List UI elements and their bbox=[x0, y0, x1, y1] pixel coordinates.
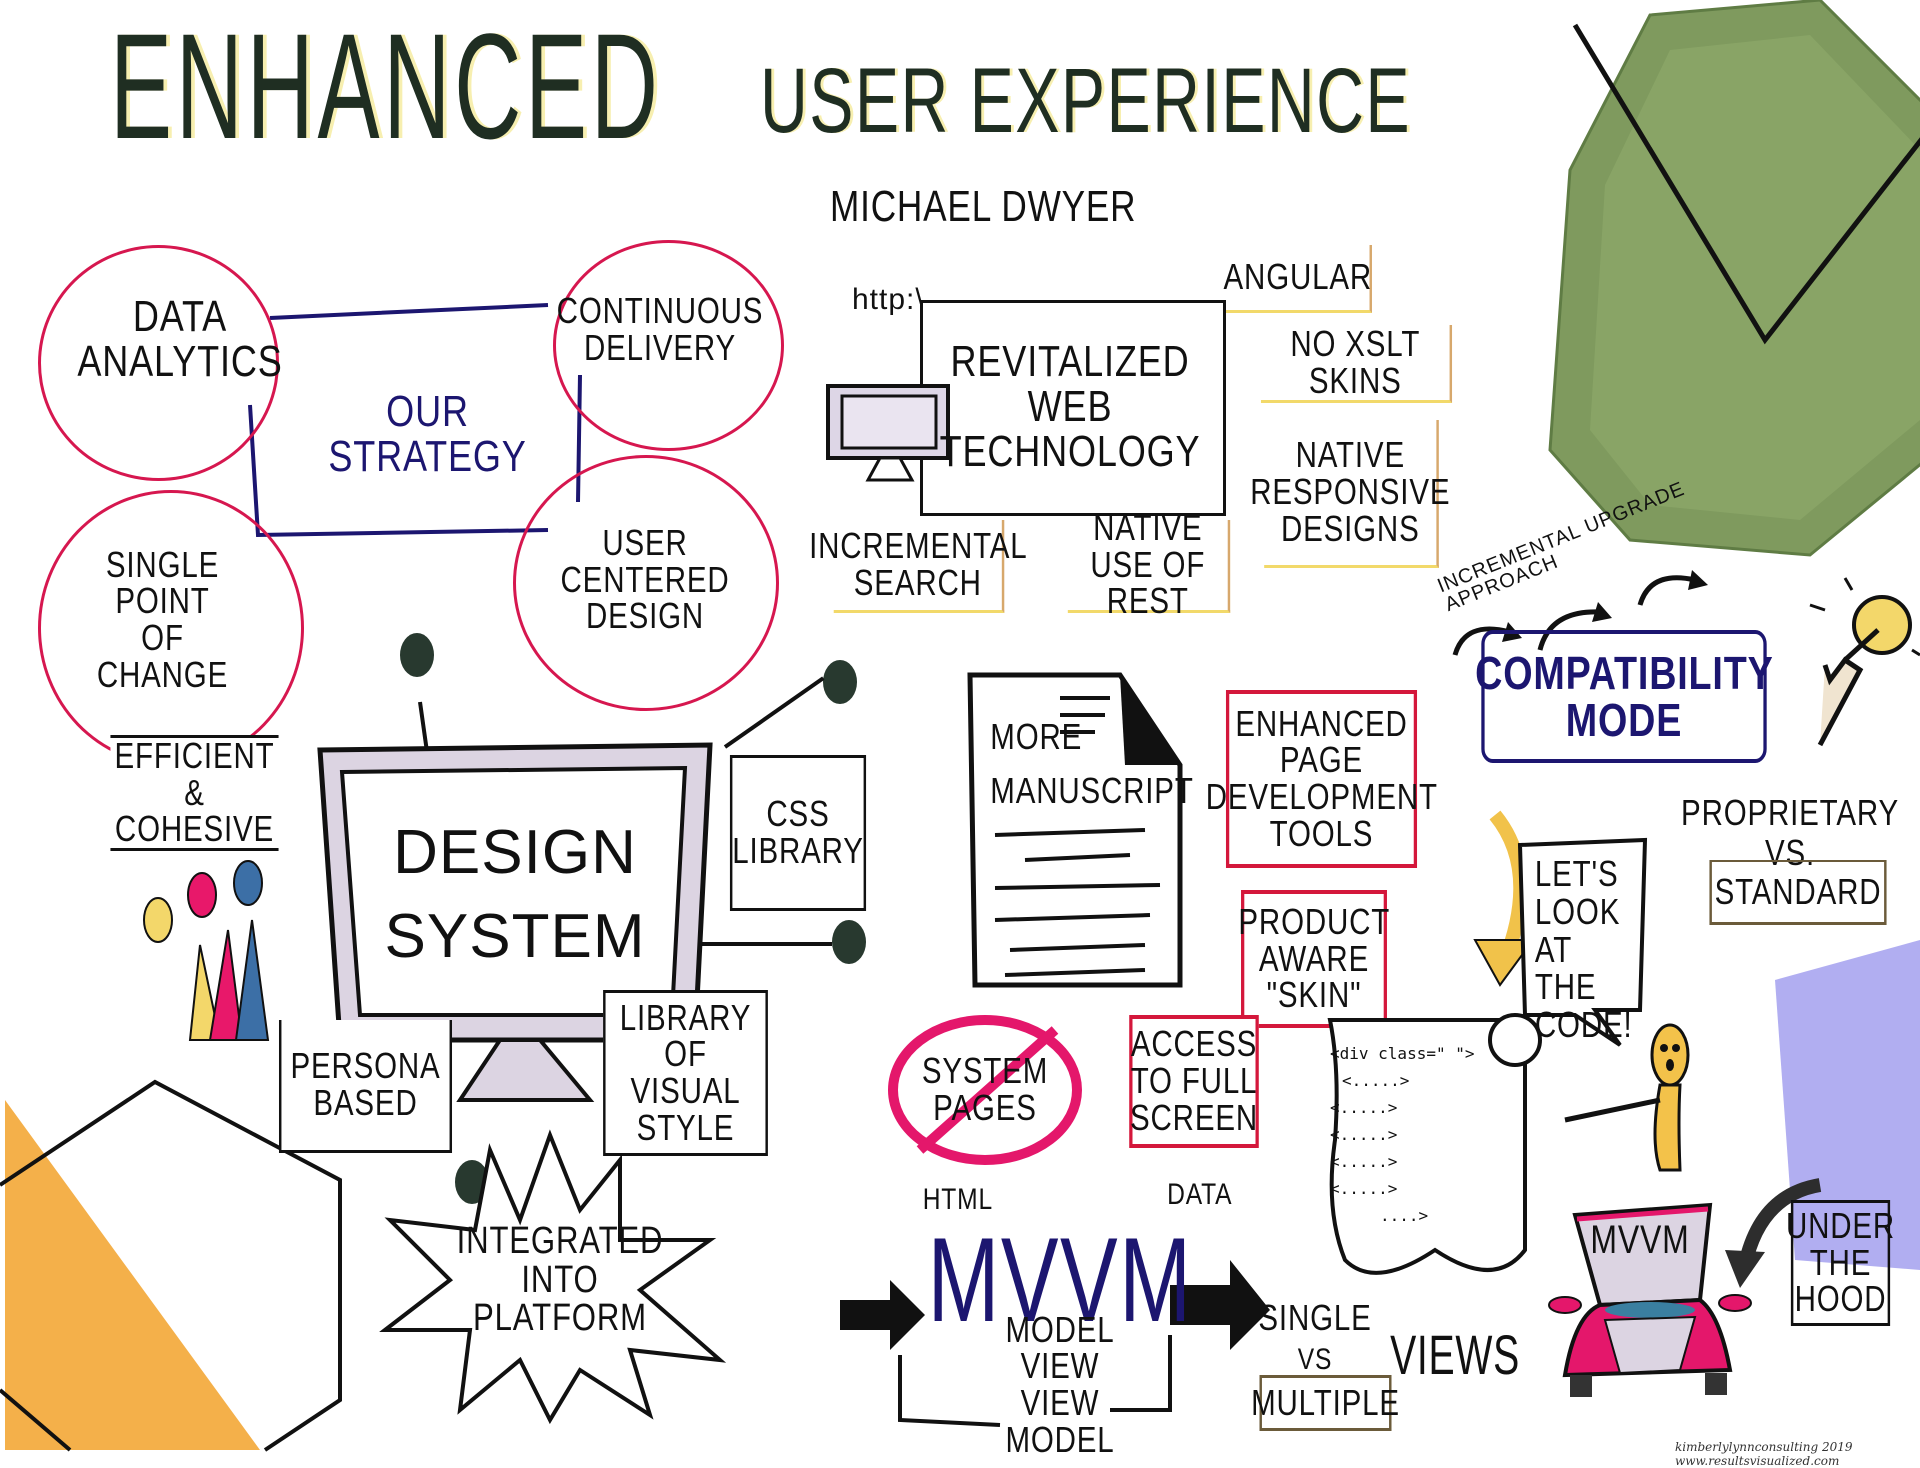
under-hood-callout: UNDER the HOOD bbox=[1786, 1200, 1894, 1326]
design-system-center: DESIGN SYSTEM bbox=[384, 818, 646, 971]
code-line: <.....> bbox=[1330, 1179, 1398, 1198]
mvvm-arrows-bracket bbox=[840, 1260, 1270, 1427]
antenna-stick-right-low bbox=[700, 942, 832, 946]
strategy-item-data-analytics: DATA ANALYTICS bbox=[77, 292, 283, 386]
car-icon bbox=[1548, 1202, 1752, 1397]
web-item-incremental-search: INCREMENTAL SEARCH bbox=[809, 520, 1027, 613]
ds-item-efficient-cohesive: EFFICIENT & COHESIVE bbox=[110, 735, 279, 851]
ds-item-css-library: CSS LIBRARY bbox=[729, 755, 867, 911]
author-name: MICHAEL DWYER bbox=[830, 182, 1137, 231]
compatibility-mode-button[interactable]: COMPATIBILITY MODE bbox=[1475, 630, 1773, 763]
orange-hexagon bbox=[0, 1079, 342, 1452]
car-hood-label: MVVM bbox=[1590, 1218, 1690, 1262]
mvvm-expansion: MODEL VIEW VIEW MODEL bbox=[1005, 1308, 1115, 1460]
hand-pressing-button-icon bbox=[1809, 577, 1920, 747]
title-main: ENHANCED bbox=[110, 2, 662, 170]
antenna-knob-right-low bbox=[832, 920, 866, 964]
manuscript-banned-system-pages: SYSTEM PAGES bbox=[921, 1050, 1049, 1128]
web-item-no-xslt: NO XSLT SKINS bbox=[1260, 325, 1453, 403]
green-hexagon bbox=[1548, 0, 1920, 557]
speech-bubble bbox=[1517, 837, 1648, 1047]
manuscript-document bbox=[967, 672, 1183, 988]
proprietary-label: PROPRIETARY bbox=[1681, 792, 1899, 833]
persona-drops-icon bbox=[143, 860, 270, 1041]
views-vs: VS bbox=[1297, 1343, 1333, 1376]
views-word: VIEWS bbox=[1390, 1323, 1520, 1387]
web-item-angular: ANGULAR bbox=[1224, 245, 1372, 313]
credit-text: kimberlylynnconsulting 2019 www.resultsv… bbox=[1675, 1440, 1853, 1468]
circle-continuous-delivery bbox=[553, 240, 784, 451]
mvvm-data-label: DATA bbox=[1167, 1178, 1233, 1211]
strategy-center: OUR STRATEGY bbox=[328, 387, 527, 481]
code-scroll bbox=[1327, 1013, 1542, 1275]
circle-data-analytics bbox=[38, 245, 279, 481]
web-item-native-rest: NATIVE USE of REST bbox=[1067, 509, 1231, 619]
code-line: <.....> bbox=[1330, 1125, 1398, 1144]
speech-bubble-text: LET'S LOOK at the CODE! bbox=[1534, 853, 1633, 1046]
ds-item-library-visual-style: LIBRARY OF VISUAL STYLE bbox=[603, 990, 768, 1156]
code-line: ....> bbox=[1380, 1206, 1429, 1225]
strategy-item-single-point: SINGLE POINT OF CHANGE bbox=[96, 543, 229, 695]
circle-user-centered bbox=[513, 455, 779, 711]
design-system-monitor bbox=[317, 742, 713, 1102]
monitor-icon bbox=[826, 384, 950, 482]
stick-figure-icon bbox=[1564, 1023, 1690, 1172]
code-line: <.....> bbox=[1342, 1071, 1410, 1090]
antenna-knob-top bbox=[400, 633, 434, 677]
manuscript-item-full-screen: ACCESS to FULL SCREEN bbox=[1129, 1015, 1259, 1148]
title-sub: USER EXPERIENCE bbox=[760, 50, 1412, 152]
ds-item-persona-based: PERSONA BASED bbox=[278, 1020, 453, 1153]
strategy-item-continuous-delivery: CONTINUOUS DELIVERY bbox=[556, 290, 764, 368]
vs-label: VS. bbox=[1764, 832, 1816, 873]
no-symbol-icon bbox=[888, 1015, 1082, 1165]
strategy-item-user-centered: USER CENTERED DESIGN bbox=[560, 521, 730, 637]
web-item-native-responsive: NATIVE RESPONSIVE DESIGNS bbox=[1250, 420, 1450, 568]
views-single: SINGLE bbox=[1258, 1297, 1372, 1338]
under-hood-arrow bbox=[1725, 1178, 1822, 1288]
mvvm-acronym: MVVM bbox=[927, 1212, 1193, 1347]
standard-label: STANDARD bbox=[1709, 860, 1887, 925]
antenna-knob-right bbox=[823, 660, 857, 704]
url-label: http:\ bbox=[852, 283, 925, 316]
web-tech-frame bbox=[920, 300, 1226, 516]
code-scroll-lines: <div class=" "> <.....> <.....> <.....> … bbox=[1330, 1040, 1510, 1229]
code-line: <.....> bbox=[1330, 1098, 1398, 1117]
manuscript-doc-label: MORE MANUSCRIPT bbox=[990, 716, 1194, 811]
code-line: <.....> bbox=[1330, 1152, 1398, 1171]
views-multiple: MULTIPLE bbox=[1251, 1375, 1399, 1431]
manuscript-item-product-aware: PRODUCT AWARE "SKIN" bbox=[1238, 890, 1389, 1028]
web-tech-center: REVITALIZED WEB TECHNOLOGY bbox=[939, 337, 1201, 476]
code-line: <div class=" "> bbox=[1330, 1044, 1475, 1063]
mvvm-html-label: HTML bbox=[922, 1183, 993, 1216]
starburst-shape bbox=[379, 1129, 727, 1425]
manuscript-item-page-dev-tools: ENHANCED PAGE DEVELOPMENT TOOLS bbox=[1206, 690, 1437, 868]
upgrade-arrows bbox=[1452, 570, 1708, 656]
ds-burst-integrated: INTEGRATED INTO PLATFORM bbox=[456, 1219, 664, 1340]
